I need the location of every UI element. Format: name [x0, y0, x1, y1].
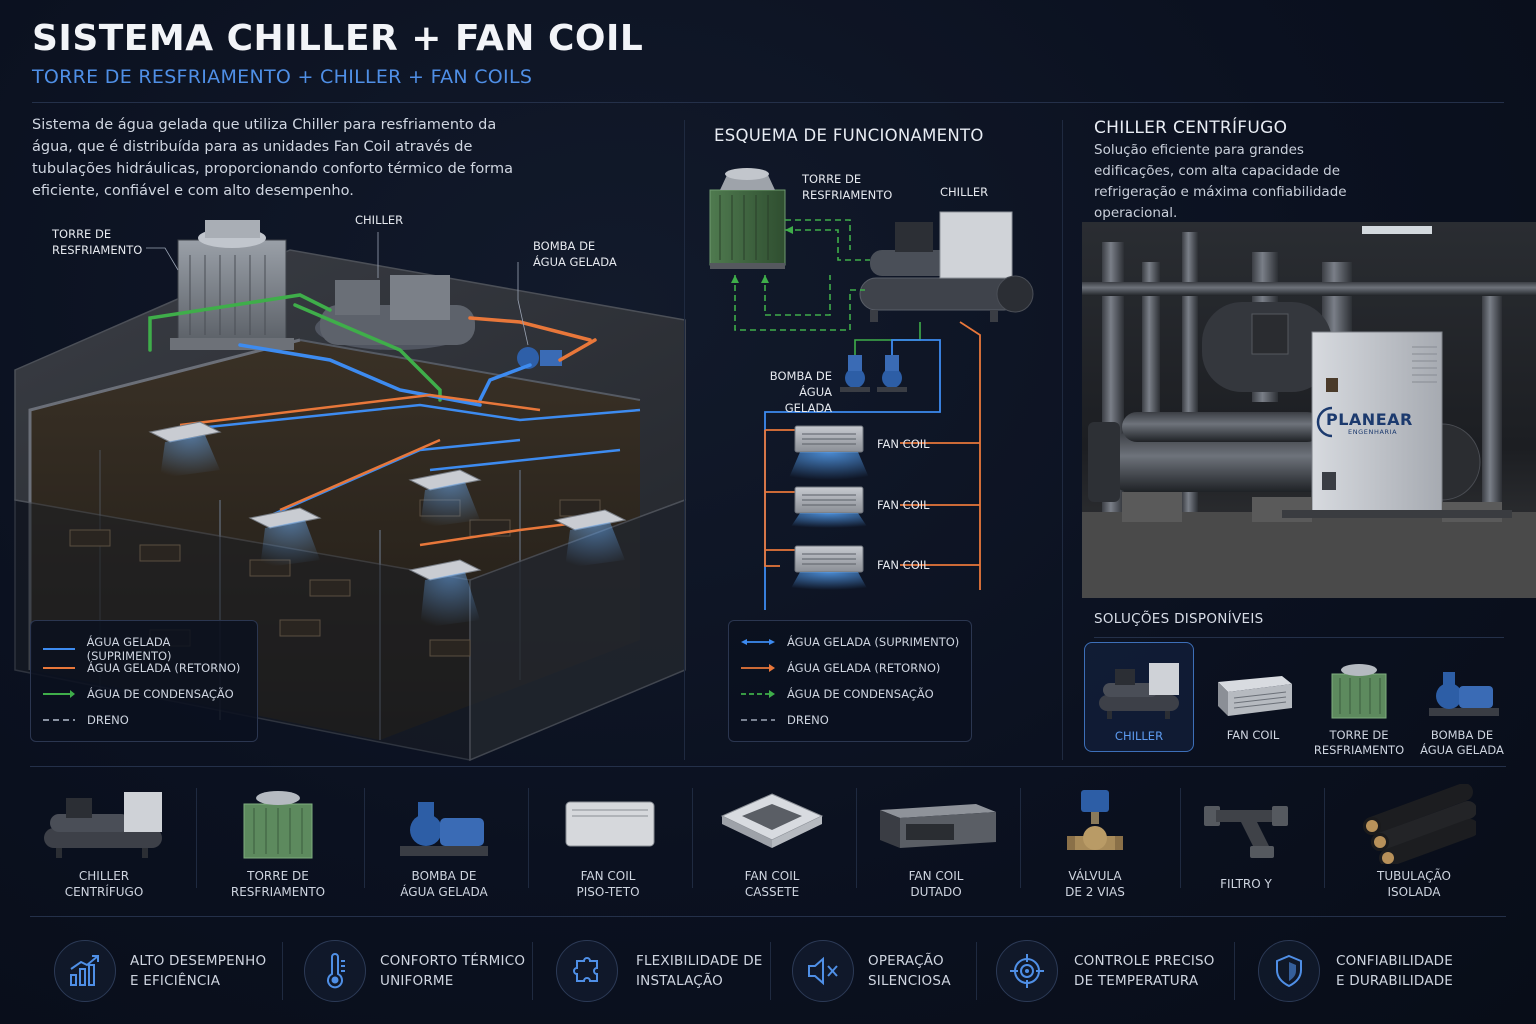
scheme-label-chiller: CHILLER: [940, 185, 989, 199]
cassette-fancoil-icon: [720, 793, 824, 848]
scheme-fancoil-1: [788, 425, 870, 480]
mute-speaker-icon: [808, 956, 838, 986]
scheme-label-fancoil-2: FAN COIL: [877, 498, 930, 512]
legend-mid-drain: DRENO: [741, 713, 829, 727]
legend-mid-return: ÁGUA GELADA (RETORNO): [741, 661, 940, 675]
scheme-chiller: [859, 211, 1034, 322]
cooling-tower-icon: [1331, 664, 1387, 719]
centrifugal-description: Solução eficiente para grandes edificaçõ…: [1094, 142, 1347, 221]
pump-3d: [517, 347, 562, 369]
brand-logo-subtext: ENGENHARIA: [1348, 428, 1398, 436]
header-divider: [32, 102, 1504, 103]
insulated-pipe-icon: [1363, 784, 1476, 864]
cooling-tower-3d: [170, 220, 294, 350]
y-filter-icon: [1204, 806, 1288, 858]
scheme-title: ESQUEMA DE FUNCIONAMENTO: [714, 126, 984, 145]
building-label-chiller: CHILLER: [355, 213, 404, 227]
solution-fan-coil-caption: FAN COIL: [1226, 728, 1280, 742]
product-cooling-tower-icon: [243, 791, 313, 859]
chiller-icon: [1099, 663, 1179, 719]
ducted-fancoil-icon: [880, 804, 996, 848]
legend-condensation: ÁGUA DE CONDENSAÇÃO: [43, 687, 234, 701]
scheme-fancoil-3: [790, 545, 868, 590]
bar-chart-icon: [70, 955, 99, 986]
product-pump-icon: [400, 802, 488, 856]
scheme-cooling-tower: [709, 168, 786, 269]
centrifugal-title: CHILLER CENTRÍFUGO: [1094, 118, 1288, 138]
legend-left: ÁGUA GELADA (SUPRIMENTO) ÁGUA GELADA (RE…: [30, 620, 258, 742]
page-subtitle: TORRE DE RESFRIAMENTO + CHILLER + FAN CO…: [32, 66, 533, 88]
brand-logo-text: PLANEAR: [1326, 410, 1413, 429]
scheme-label-fancoil-1: FAN COIL: [877, 437, 930, 451]
legend-return: ÁGUA GELADA (RETORNO): [43, 661, 241, 675]
legend-middle: ÁGUA GELADA (SUPRIMENTO) ÁGUA GELADA (RE…: [728, 620, 972, 742]
legend-supply: ÁGUA GELADA (SUPRIMENTO): [43, 635, 172, 663]
puzzle-icon: [573, 957, 598, 982]
scheme-label-fancoil-3: FAN COIL: [877, 558, 930, 572]
page-title: SISTEMA CHILLER + FAN COIL: [32, 18, 644, 59]
floor-ceiling-fancoil-icon: [565, 801, 655, 847]
building-illustration: [14, 220, 686, 762]
legend-mid-supply: ÁGUA GELADA (SUPRIMENTO): [741, 635, 959, 649]
legend-drain: DRENO: [43, 713, 129, 727]
target-icon: [1010, 954, 1044, 988]
solution-fan-coil[interactable]: FAN COIL: [1198, 642, 1308, 752]
scheme-pumps: [840, 355, 907, 392]
scheme-diagram: [709, 168, 1034, 610]
product-y-filter[interactable]: FILTRO Y: [1166, 780, 1326, 910]
chiller-3d: [315, 275, 475, 350]
centrifugal-photo: [1082, 222, 1536, 598]
fan-coil-icon: [1218, 676, 1292, 716]
shield-icon: [1276, 954, 1302, 988]
solution-chiller[interactable]: CHILLER: [1084, 642, 1194, 752]
solution-chiller-caption: CHILLER: [1114, 729, 1164, 743]
valve-icon: [1067, 790, 1123, 850]
pump-icon: [1429, 672, 1499, 716]
intro-text: Sistema de água gelada que utiliza Chill…: [32, 117, 513, 199]
thermometer-icon: [327, 953, 345, 989]
product-chiller-icon: [44, 792, 162, 858]
scheme-fancoil-2: [790, 486, 868, 528]
legend-mid-condensation: ÁGUA DE CONDENSAÇÃO: [741, 687, 934, 701]
solutions-title: SOLUÇÕES DISPONÍVEIS: [1094, 611, 1264, 627]
